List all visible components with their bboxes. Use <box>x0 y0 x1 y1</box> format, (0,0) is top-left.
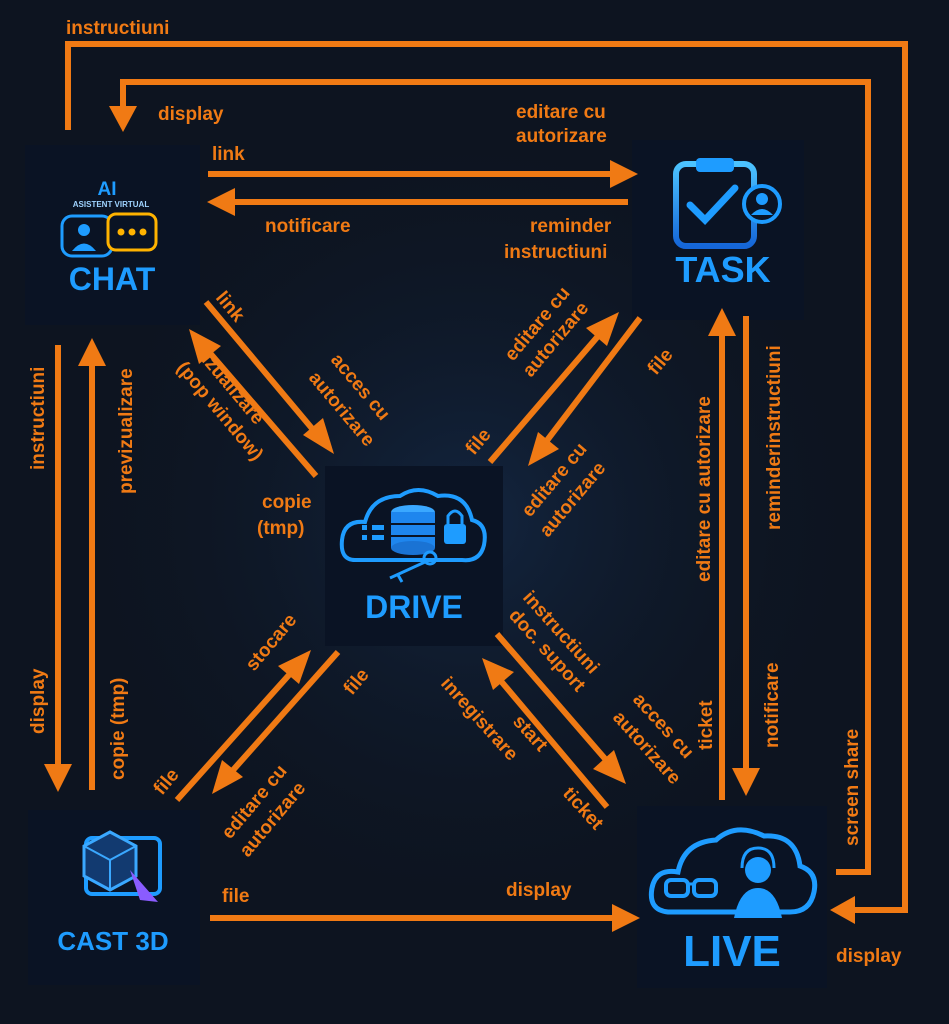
clipboard-check-user-icon <box>673 158 782 249</box>
arrowhead <box>586 312 619 346</box>
arrowhead <box>732 768 760 796</box>
label-copie-1: copie <box>262 492 312 513</box>
cast-node: CAST 3D <box>28 810 200 985</box>
arrow-drive-vizualizare-chat <box>200 343 319 478</box>
chat-subtitle: ASISTENT VIRTUAL <box>73 200 150 209</box>
arrowhead <box>207 188 235 216</box>
cloud-glasses-headset-agent-icon <box>648 827 818 918</box>
chat-ai-text: AI <box>98 179 117 200</box>
arrow-drive-file-cast <box>223 650 341 780</box>
label-display-cast-live: display <box>506 880 572 901</box>
3d-cube-monitor-icon <box>82 830 162 902</box>
label-editare-task-2: autorizare <box>516 126 607 147</box>
label-reminder-2: instructiuni <box>504 242 607 263</box>
arrowhead <box>830 896 855 924</box>
label-screen-share: screen share <box>842 729 863 846</box>
chat-bubble-avatar-icon <box>60 212 158 258</box>
arrowhead <box>109 106 137 132</box>
cast-title: CAST 3D <box>57 926 168 956</box>
task-title: TASK <box>675 249 770 290</box>
task-node: TASK <box>632 140 804 320</box>
chat-title: CHAT <box>69 261 156 297</box>
arrowhead <box>278 650 311 684</box>
label-reminder-1: reminder <box>530 216 612 237</box>
arrow-drive-instructiuni-live <box>494 632 616 770</box>
live-title: LIVE <box>683 927 781 976</box>
label-instructiuni-top: instructiuni <box>66 18 169 39</box>
label-ticket-live: ticket <box>696 700 717 750</box>
label-editare-task-live: editare cu autorizare <box>694 396 715 582</box>
arrowhead <box>189 329 221 364</box>
arrow-cast-file-drive <box>174 663 300 803</box>
arrowhead <box>610 160 638 188</box>
label-notificare-chat: notificare <box>265 216 351 237</box>
label-display-left: display <box>28 668 49 734</box>
arrowhead <box>303 418 334 454</box>
arrow-chat-link-drive <box>203 300 323 440</box>
label-previzualizare: previzualizare <box>116 368 137 494</box>
arrowhead <box>528 432 559 466</box>
label-copie-tmp-cast: copie (tmp) <box>108 678 129 780</box>
arrowhead <box>44 764 72 792</box>
arrowhead <box>708 308 736 336</box>
arrowhead <box>212 760 243 794</box>
label-link-chat-task: link <box>212 144 245 165</box>
arrowhead <box>482 658 514 690</box>
database-cloud-lock-key-icon <box>339 488 487 583</box>
chat-node: AI ASISTENT VIRTUAL CHAT <box>25 145 200 325</box>
label-copie-2: (tmp) <box>257 518 304 539</box>
label-file-cast-live: file <box>222 886 249 907</box>
label-display-live: display <box>836 946 902 967</box>
label-editare-task-1: editare cu <box>516 102 606 123</box>
arrowhead <box>593 750 626 784</box>
arrowhead <box>612 904 640 932</box>
live-node: LIVE <box>637 806 827 988</box>
arrow-chat-instructiuni-live <box>65 41 908 913</box>
label-instructiuni-left: instructiuni <box>28 367 49 470</box>
arrow-live-screenshare-chat <box>120 79 871 875</box>
arrowhead <box>78 338 106 366</box>
label-reminderinstructiuni: reminderinstructiuni <box>764 345 785 530</box>
label-display-chat: display <box>158 104 224 125</box>
drive-title: DRIVE <box>365 589 463 625</box>
arrow-drive-file-task <box>487 326 608 464</box>
arrow-live-ticket-drive <box>492 672 610 809</box>
label-notificare-live: notificare <box>762 662 783 748</box>
arrow-task-file-drive <box>539 316 643 449</box>
drive-node: DRIVE <box>325 466 503 646</box>
